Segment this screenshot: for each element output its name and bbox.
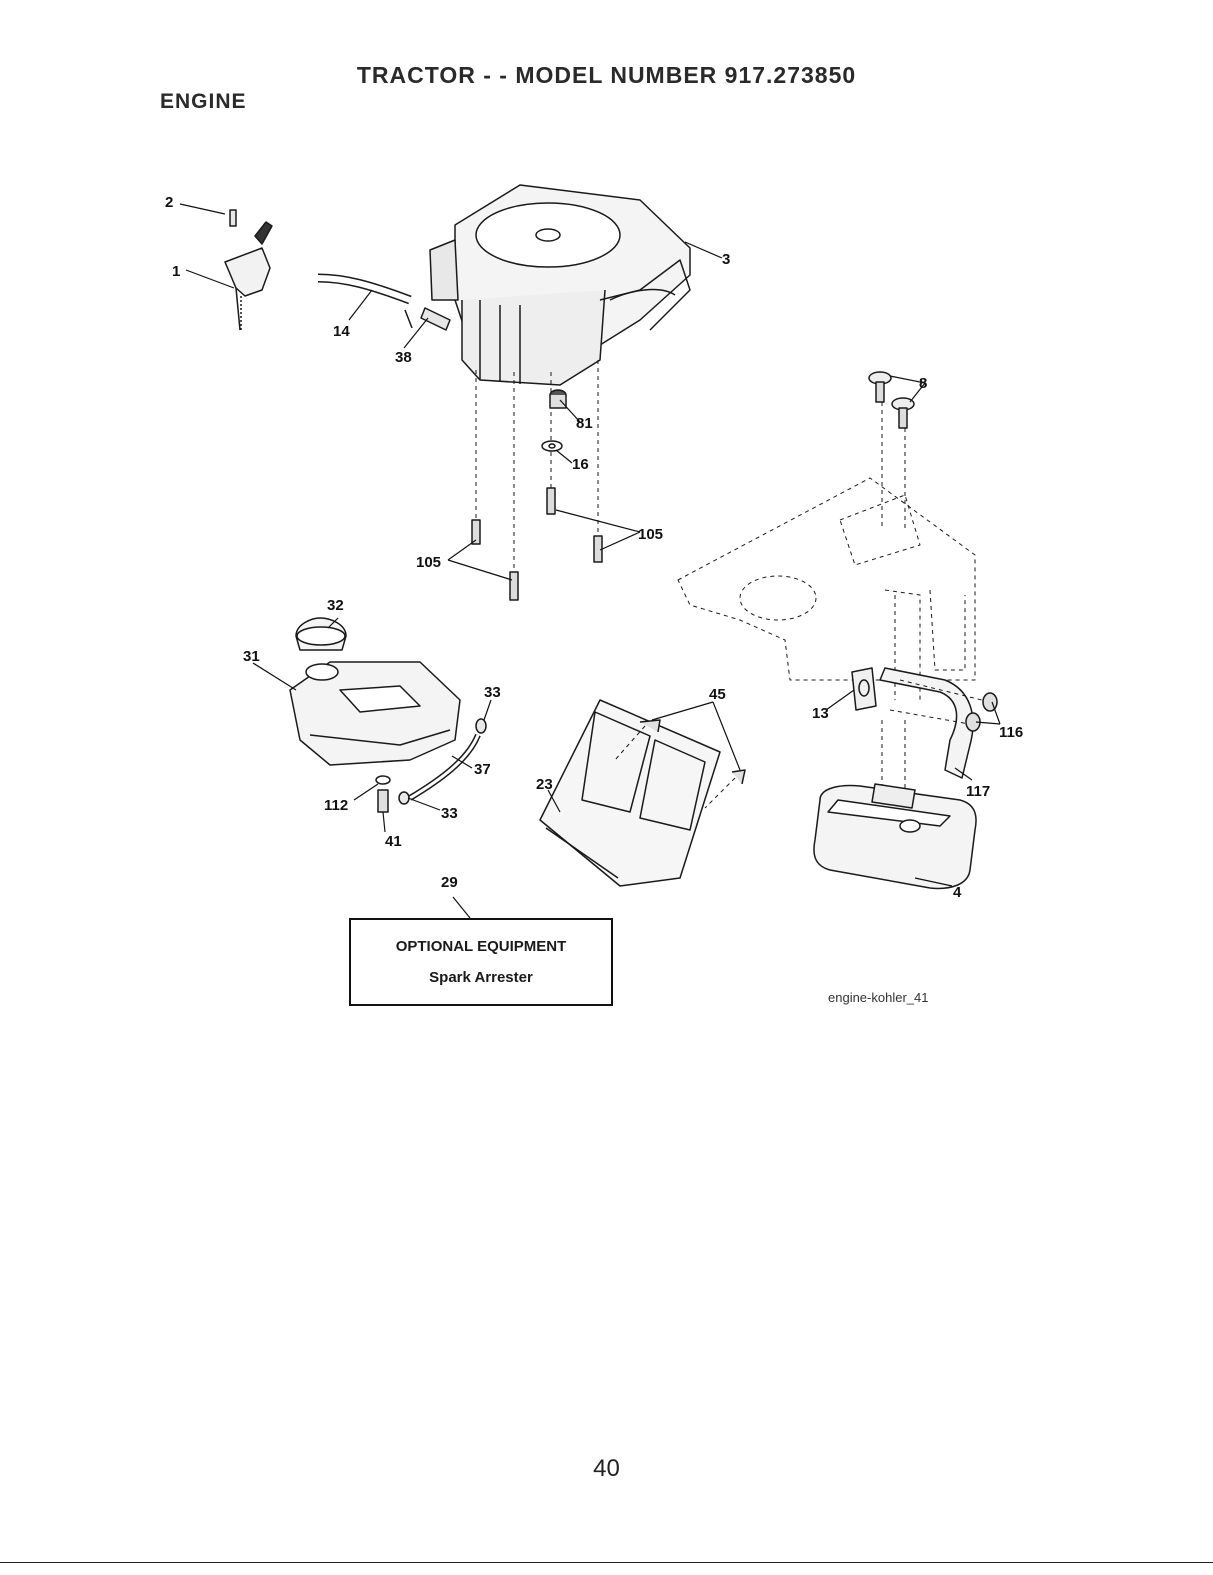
callout-105-right: 105 [638, 526, 663, 543]
heat-shield-part [540, 700, 745, 886]
callout-81: 81 [576, 415, 593, 432]
callout-23: 23 [536, 776, 553, 793]
optional-equipment-heading: OPTIONAL EQUIPMENT [351, 938, 611, 955]
callout-116: 116 [999, 724, 1023, 741]
bolts-105 [472, 488, 602, 600]
callout-29: 29 [441, 874, 458, 891]
callout-33-top: 33 [484, 684, 501, 701]
callout-105-left: 105 [416, 554, 441, 571]
nut-washer-part [542, 390, 566, 451]
exhaust-part [852, 668, 997, 790]
muffler-part [814, 784, 976, 888]
callout-8: 8 [919, 375, 927, 392]
callout-41: 41 [385, 833, 402, 850]
callout-13: 13 [812, 705, 829, 722]
footer-rule [0, 1562, 1213, 1563]
callout-117: 117 [966, 783, 990, 800]
callout-4: 4 [953, 884, 962, 901]
callout-33-bottom: 33 [441, 805, 458, 822]
callout-45: 45 [709, 686, 726, 703]
callout-2: 2 [165, 194, 173, 211]
throttle-control-part [225, 210, 272, 332]
frame-outline [678, 402, 975, 700]
figure-code: engine-kohler_41 [828, 990, 928, 1005]
callout-16: 16 [572, 456, 589, 473]
callout-37: 37 [474, 761, 491, 778]
callout-38: 38 [395, 349, 412, 366]
callout-32: 32 [327, 597, 344, 614]
callout-31: 31 [243, 648, 260, 665]
engine-part [430, 185, 690, 385]
bolts-8 [869, 372, 914, 428]
fuel-tank-part [290, 618, 460, 765]
callout-1: 1 [172, 263, 180, 280]
callout-3: 3 [722, 251, 730, 268]
optional-equipment-box: OPTIONAL EQUIPMENT Spark Arrester [349, 918, 613, 1006]
callout-14: 14 [333, 323, 350, 340]
optional-equipment-item: Spark Arrester [351, 969, 611, 986]
page-number: 40 [0, 1455, 1213, 1483]
callout-112: 112 [324, 797, 348, 814]
